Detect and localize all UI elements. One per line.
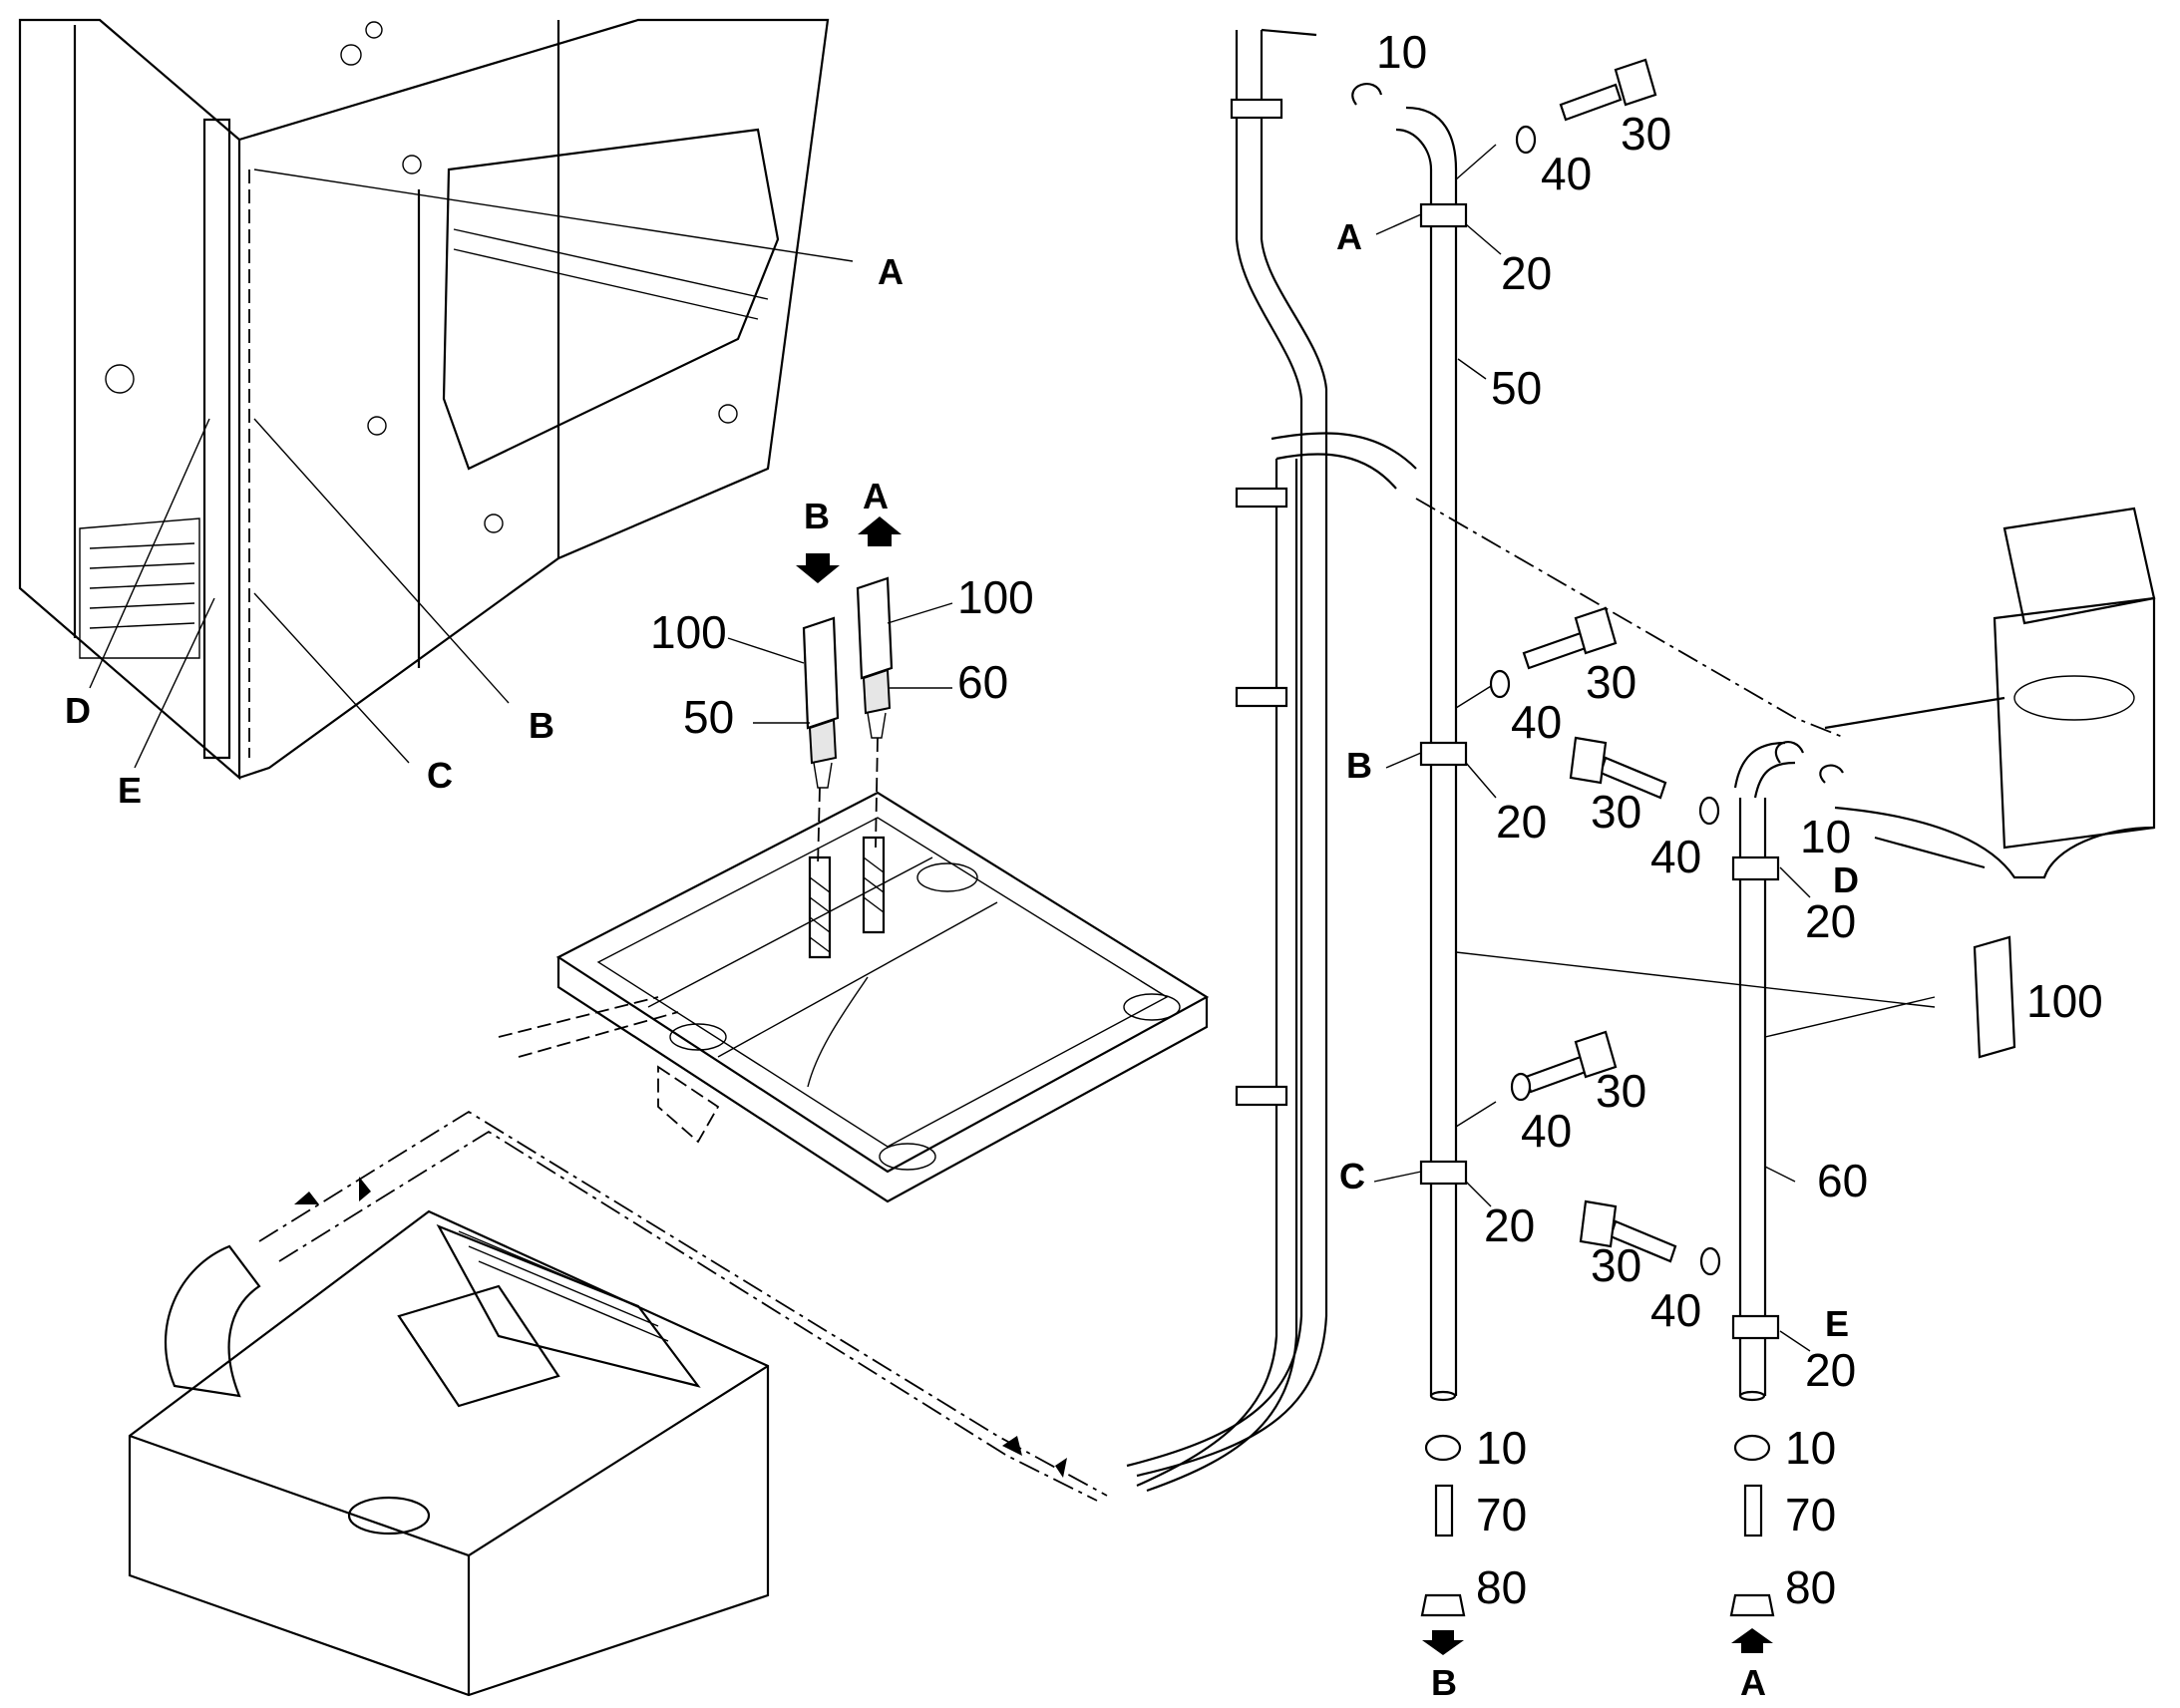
bolt-30 — [1559, 58, 1657, 122]
cab-frame-assembly — [18, 18, 854, 781]
label-40-top: 40 — [1541, 148, 1592, 199]
label-20-A: 20 — [1501, 247, 1552, 299]
label-A-floor: A — [863, 476, 889, 516]
label-80-end-B: 80 — [1476, 1561, 1527, 1613]
label-20-B: 20 — [1496, 796, 1547, 848]
label-50-pipe: 50 — [1491, 362, 1542, 414]
label-100-left: 100 — [650, 606, 727, 658]
bolt-30 — [1524, 1030, 1618, 1094]
pipe-50-assembly — [1395, 106, 1936, 1402]
label-C-pipe50: C — [1339, 1156, 1365, 1196]
label-70-end-A: 70 — [1785, 1489, 1836, 1540]
leader-E-cab — [134, 597, 215, 769]
leader-C-cab — [253, 592, 410, 764]
label-40-E: 40 — [1650, 1284, 1701, 1336]
flow-arrow-B-down — [796, 553, 840, 583]
label-A-bottom: A — [1740, 1662, 1766, 1703]
label-20-C: 20 — [1484, 1199, 1535, 1251]
flow-arrow-heater-1 — [294, 1192, 319, 1204]
label-D-cab: D — [65, 690, 91, 731]
label-A-cab: A — [878, 251, 904, 292]
flow-arrow-A-up — [858, 516, 902, 546]
floor-pipe-inserts — [796, 516, 902, 959]
label-30-B: 30 — [1586, 656, 1636, 708]
flow-arrow-heater-3 — [1002, 1436, 1022, 1456]
heater-right — [1824, 507, 2156, 879]
label-40-B: 40 — [1511, 696, 1562, 748]
label-100-loose: 100 — [2026, 975, 2103, 1027]
label-E-cab: E — [118, 770, 142, 811]
flow-arrow-A-bottom — [1731, 1628, 1773, 1653]
label-60-floor: 60 — [957, 656, 1008, 708]
leader-A-cab — [253, 169, 854, 262]
label-30-D: 30 — [1591, 786, 1641, 838]
fasteners — [1351, 58, 2016, 1655]
flow-arrow-heater-2 — [359, 1177, 371, 1201]
label-D-pipe60: D — [1833, 859, 1859, 900]
label-50-floor: 50 — [683, 691, 734, 743]
leader-D-cab — [89, 418, 210, 689]
label-20-D: 20 — [1805, 895, 1856, 947]
floor-frame — [498, 791, 1210, 1203]
label-40-D: 40 — [1650, 831, 1701, 882]
bolt-30 — [1579, 1199, 1677, 1263]
flow-arrow-heater-4 — [1055, 1458, 1067, 1478]
heater-unit — [128, 1110, 1108, 1697]
callout-labels: A B C D E B A 100 100 50 60 10 30 40 A 2… — [65, 26, 2103, 1703]
label-B-cab: B — [529, 705, 554, 746]
bolt-30 — [1569, 736, 1667, 800]
label-80-end-A: 80 — [1785, 1561, 1836, 1613]
label-20-E: 20 — [1805, 1344, 1856, 1396]
label-10-top: 10 — [1376, 26, 1427, 78]
label-C-cab: C — [427, 755, 453, 796]
label-10-end-A: 10 — [1785, 1422, 1836, 1474]
label-30-E: 30 — [1591, 1239, 1641, 1291]
label-30-top: 30 — [1621, 108, 1671, 160]
bolt-30 — [1522, 606, 1618, 670]
label-70-end-B: 70 — [1476, 1489, 1527, 1540]
label-10-end-B: 10 — [1476, 1422, 1527, 1474]
label-B-pipe50: B — [1346, 745, 1372, 786]
label-B-bottom: B — [1431, 1662, 1457, 1703]
label-40-C: 40 — [1521, 1105, 1572, 1157]
label-E-pipe60: E — [1825, 1303, 1849, 1344]
label-10-D: 10 — [1800, 811, 1851, 862]
pipe-60-assembly — [1731, 741, 1936, 1402]
label-B-floor: B — [804, 496, 830, 536]
flow-arrow-B-bottom — [1422, 1630, 1464, 1655]
label-100-right: 100 — [957, 571, 1034, 623]
long-pipe-run — [1126, 28, 1846, 1493]
label-60-pipe: 60 — [1817, 1155, 1868, 1206]
label-30-C: 30 — [1596, 1065, 1646, 1117]
label-A-pipe50: A — [1336, 216, 1362, 257]
leader-B-cab — [253, 418, 510, 704]
